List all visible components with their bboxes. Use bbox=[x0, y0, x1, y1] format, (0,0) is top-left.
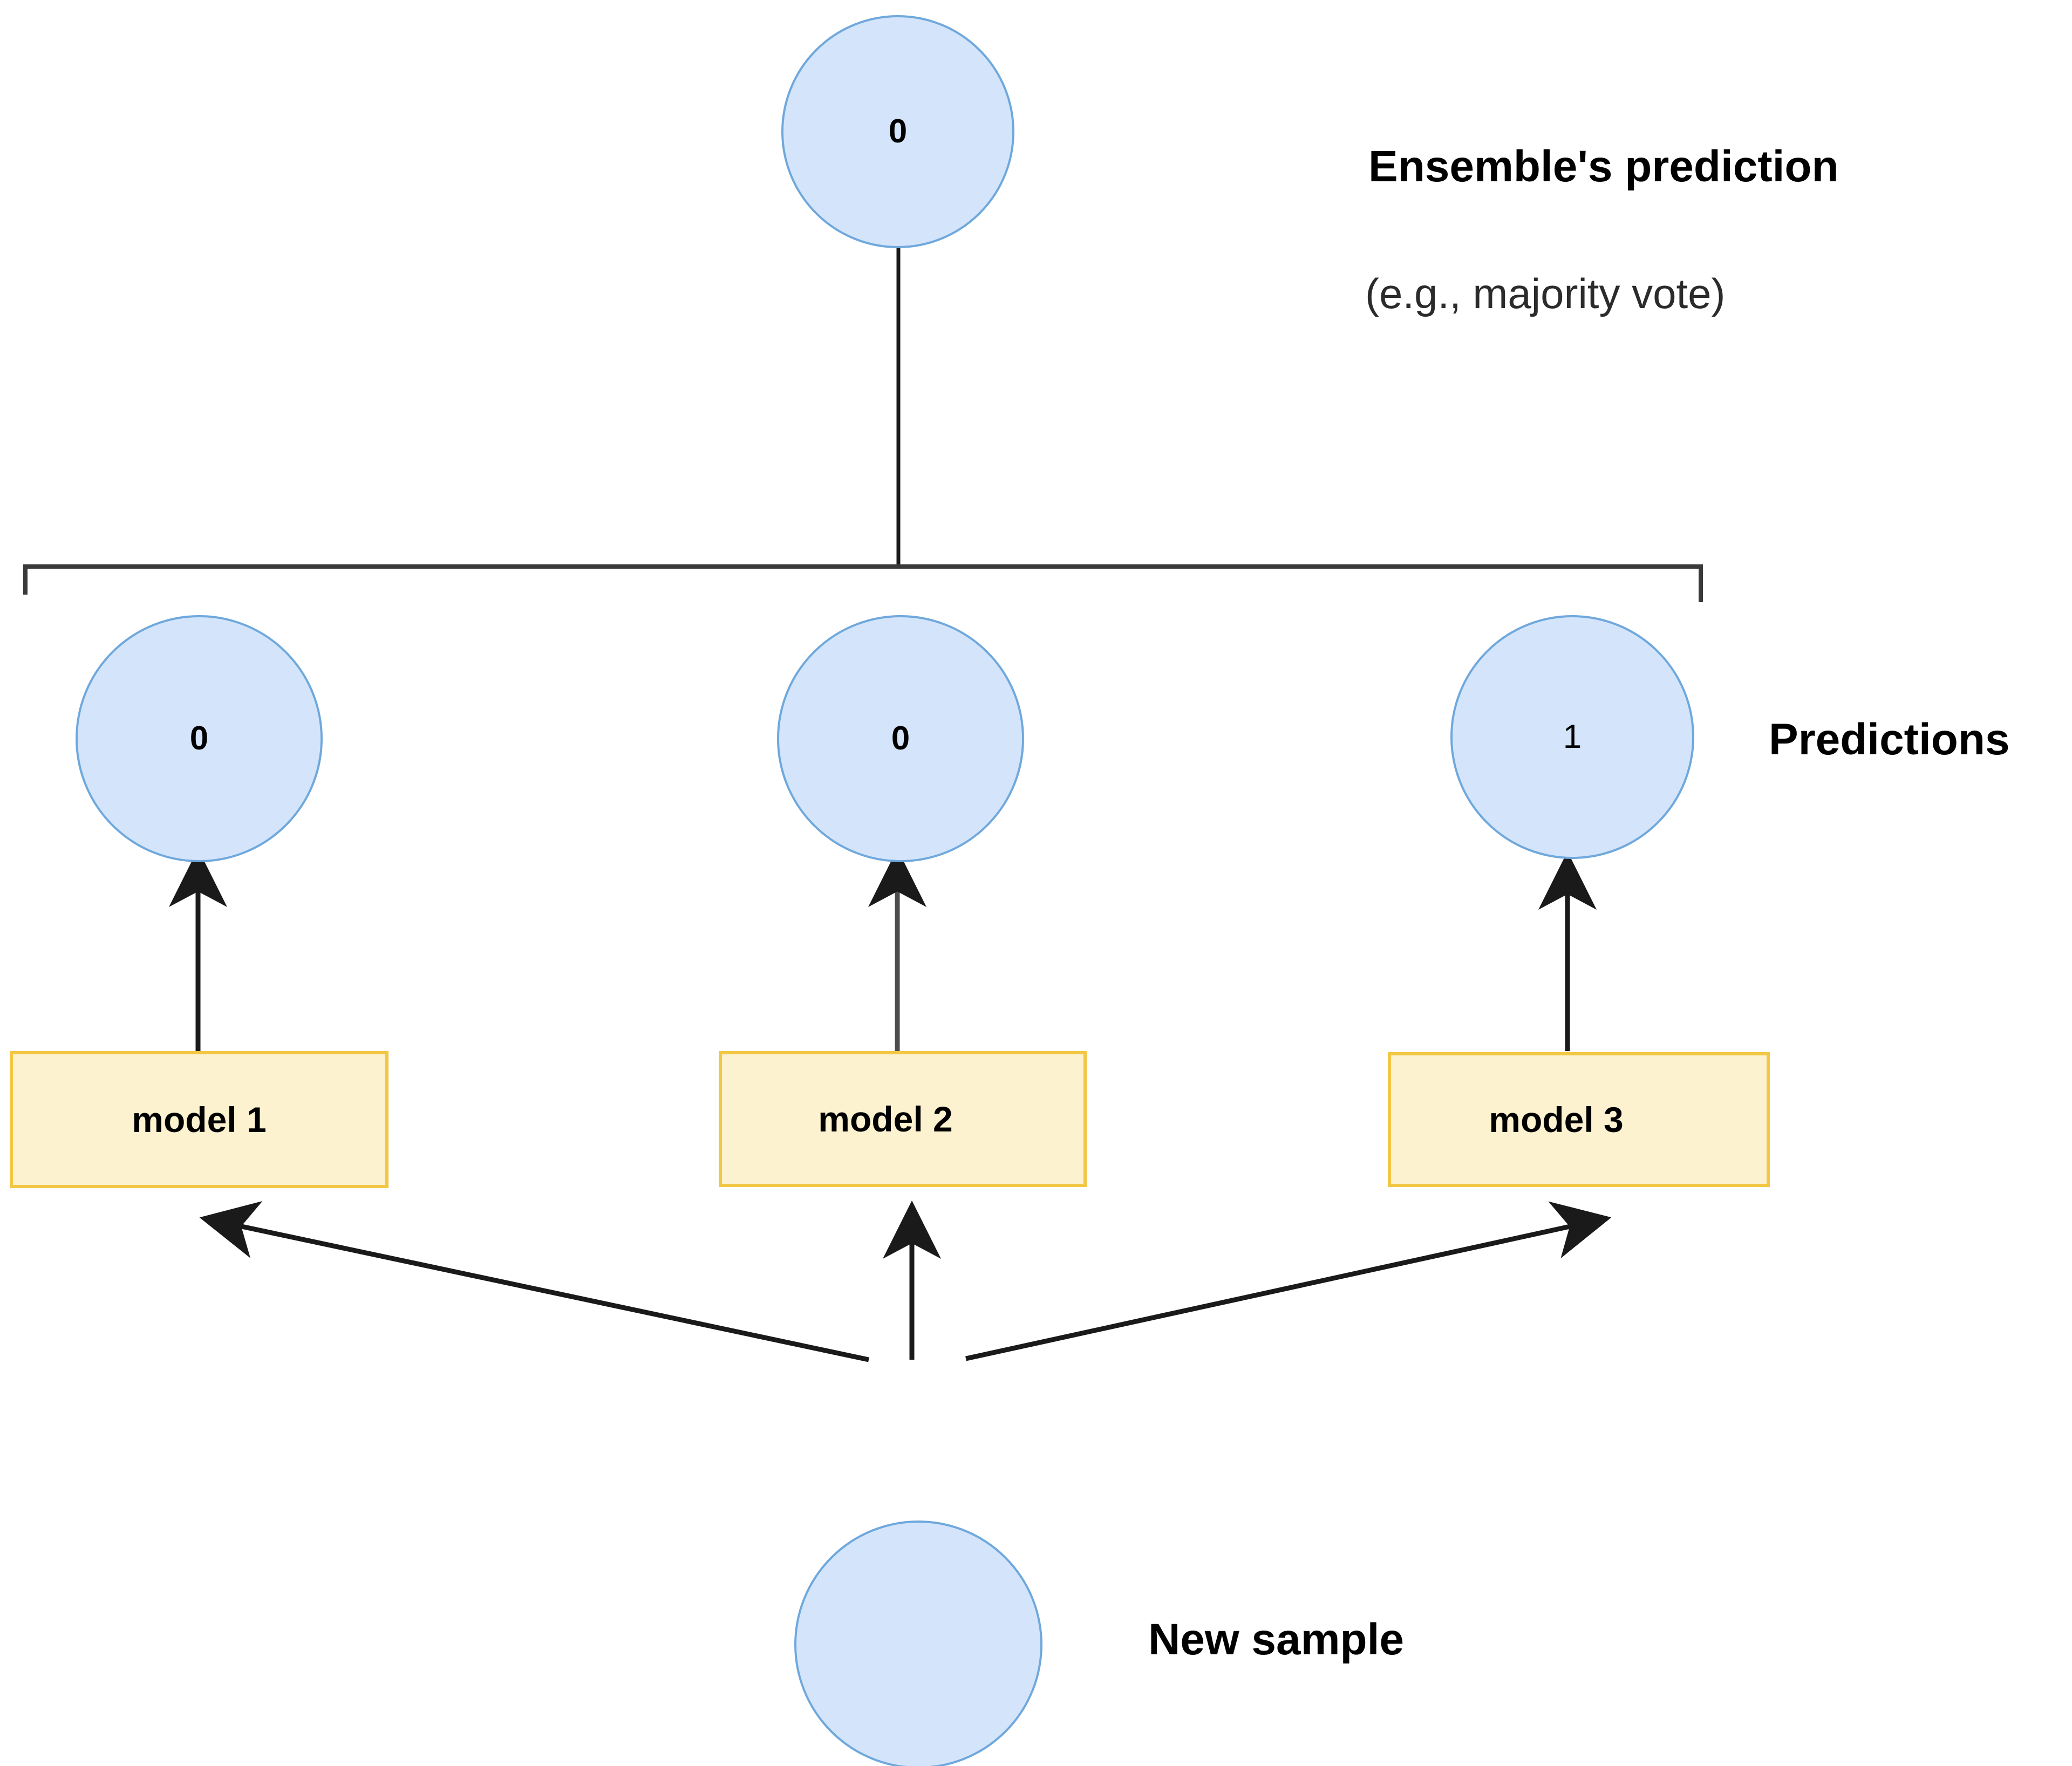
model-box-label-1: model 1 bbox=[132, 1100, 267, 1140]
prediction-node-3[interactable]: 1 bbox=[1450, 615, 1694, 859]
prediction-value-2: 0 bbox=[891, 720, 910, 757]
prediction-node-1[interactable]: 0 bbox=[76, 615, 323, 862]
model-box-1[interactable]: model 1 bbox=[10, 1051, 388, 1188]
edge-sample-to-model3 bbox=[965, 1201, 1612, 1361]
model-box-label-3: model 3 bbox=[1489, 1100, 1624, 1140]
new-sample-node[interactable] bbox=[794, 1520, 1042, 1766]
edge-sample-to-model1 bbox=[199, 1201, 869, 1362]
new-sample-label: New sample bbox=[1148, 1615, 1404, 1664]
prediction-value-1: 0 bbox=[189, 720, 209, 757]
bracket-connector bbox=[23, 564, 1703, 602]
predictions-label: Predictions bbox=[1769, 715, 2010, 764]
model-box-3[interactable]: model 3 bbox=[1388, 1052, 1770, 1187]
prediction-value-3: 1 bbox=[1563, 718, 1582, 755]
ensemble-prediction-node[interactable]: 0 bbox=[781, 15, 1014, 248]
prediction-node-2[interactable]: 0 bbox=[777, 615, 1024, 862]
model-box-label-2: model 2 bbox=[818, 1099, 953, 1139]
model-box-2[interactable]: model 2 bbox=[719, 1051, 1087, 1187]
ensemble-prediction-value: 0 bbox=[888, 113, 908, 150]
ensemble-prediction-label: Ensemble's prediction bbox=[1368, 142, 1839, 191]
ensemble-prediction-sublabel: (e.g., majority vote) bbox=[1365, 270, 1726, 317]
